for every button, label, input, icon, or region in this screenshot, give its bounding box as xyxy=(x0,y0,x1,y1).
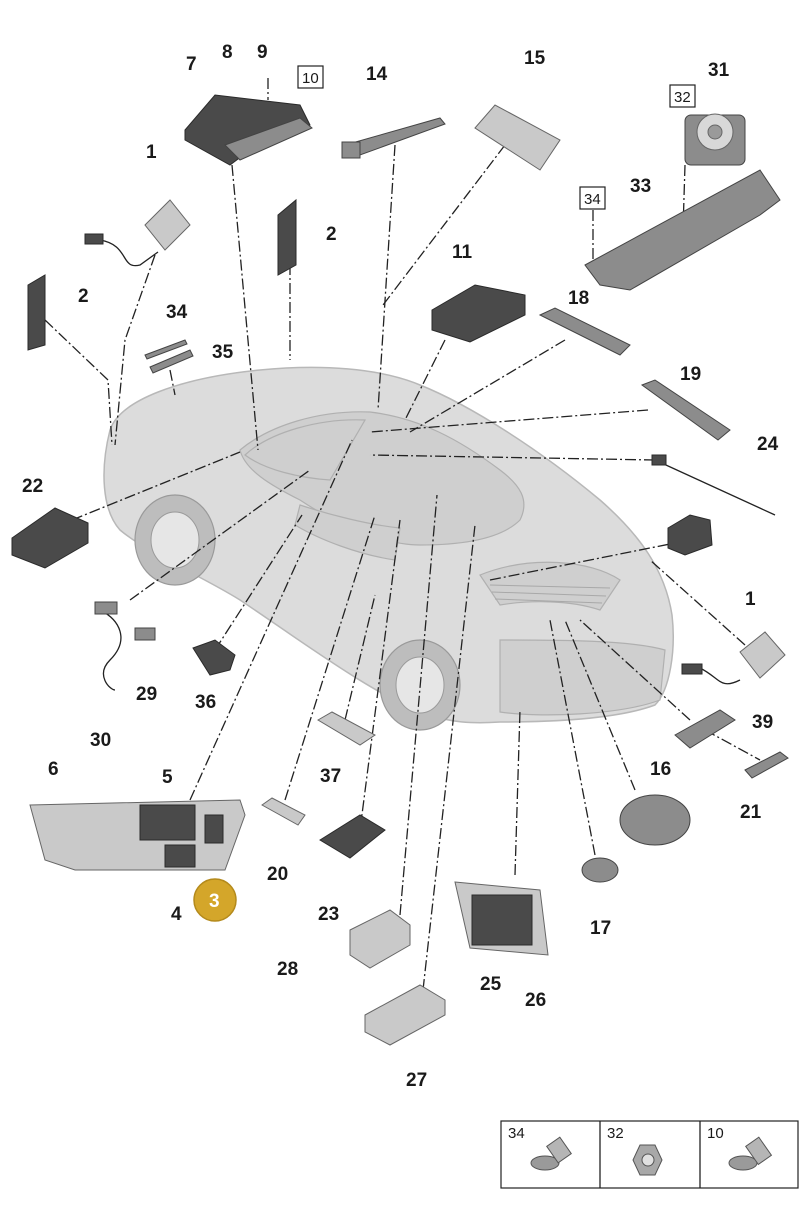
callout-22: 22 xyxy=(22,476,43,497)
callout-5: 5 xyxy=(162,767,173,788)
callout-1-right: 1 xyxy=(745,589,756,610)
part-mounting-plate-6 xyxy=(29,799,246,871)
callout-17: 17 xyxy=(590,918,611,939)
part-antenna-1-left xyxy=(84,199,191,267)
part-control-unit-7-8-9 xyxy=(184,94,313,166)
callout-2-left: 2 xyxy=(78,286,89,307)
callout-27: 27 xyxy=(406,1070,427,1091)
car-body xyxy=(103,366,674,731)
legend-label-32: 32 xyxy=(607,1125,624,1142)
callout-25: 25 xyxy=(480,974,502,995)
legend-label-34: 34 xyxy=(508,1125,525,1142)
callout-37: 37 xyxy=(320,766,341,787)
callout-39: 39 xyxy=(752,712,773,733)
part-cover-16 xyxy=(619,794,691,846)
part-control-unit-25-26 xyxy=(454,881,549,956)
callout-4: 4 xyxy=(171,904,182,925)
callout-6: 6 xyxy=(48,759,59,780)
leader-lines xyxy=(44,78,776,991)
callout-9: 9 xyxy=(257,42,268,63)
part-harness-29-30 xyxy=(94,601,156,691)
part-bracket-33 xyxy=(584,169,781,291)
callout-14: 14 xyxy=(366,64,388,85)
part-module-27 xyxy=(364,984,446,1046)
callout-labels: 1 2 2 7 8 9 14 15 31 33 11 18 34 35 19 2… xyxy=(22,42,779,1091)
callout-29: 29 xyxy=(136,684,157,705)
part-bracket-2-left xyxy=(27,274,46,351)
part-module-3-upper xyxy=(667,514,713,556)
callout-36: 36 xyxy=(195,692,216,713)
callout-21: 21 xyxy=(740,802,762,823)
part-sensor-19 xyxy=(640,379,731,441)
callout-34-right: 34 xyxy=(584,191,601,208)
callout-16: 16 xyxy=(650,759,671,780)
callout-30: 30 xyxy=(90,730,111,751)
fastener-legend: 34 32 10 xyxy=(500,1120,799,1189)
part-strip-35 xyxy=(149,349,194,374)
callout-31: 31 xyxy=(708,60,730,81)
callout-3-highlight[interactable] xyxy=(193,878,237,922)
part-rail-14 xyxy=(341,117,446,159)
flange-screw-icon xyxy=(728,1136,773,1171)
part-bracket-2-center xyxy=(277,198,297,276)
part-grommet-17 xyxy=(581,857,619,883)
part-antenna-24 xyxy=(651,454,667,466)
callout-3: 3 xyxy=(209,891,220,912)
callout-33: 33 xyxy=(630,176,651,197)
part-module-22 xyxy=(11,507,89,569)
part-switch-36 xyxy=(192,639,236,676)
callout-28: 28 xyxy=(277,959,298,980)
hex-nut-icon xyxy=(632,1144,663,1176)
callout-35: 35 xyxy=(212,342,234,363)
part-module-28 xyxy=(349,909,411,969)
callout-11: 11 xyxy=(452,242,473,263)
callout-15: 15 xyxy=(524,48,546,69)
flange-screw-icon xyxy=(530,1136,572,1171)
part-sensor-39 xyxy=(674,709,736,749)
callout-32: 32 xyxy=(674,89,691,106)
callout-34-box xyxy=(579,186,606,210)
part-antenna-1-right xyxy=(681,631,786,685)
callout-10: 10 xyxy=(302,70,319,87)
callout-23: 23 xyxy=(318,904,339,925)
callout-10-box xyxy=(297,65,324,89)
legend-label-10: 10 xyxy=(707,1125,724,1142)
callout-18: 18 xyxy=(568,288,589,309)
part-speaker-31 xyxy=(684,113,746,166)
callout-34-left: 34 xyxy=(166,302,188,323)
part-panel-15 xyxy=(474,104,561,171)
callout-26: 26 xyxy=(525,990,546,1011)
part-module-37 xyxy=(317,711,376,746)
part-sensor-20 xyxy=(261,797,306,826)
callout-32-box xyxy=(669,84,696,108)
part-module-11 xyxy=(431,284,526,343)
part-strip-34 xyxy=(144,339,188,360)
part-sensor-21 xyxy=(744,751,789,779)
part-sensor-18 xyxy=(538,307,631,356)
callout-2-center: 2 xyxy=(326,224,337,245)
callout-8: 8 xyxy=(222,42,233,63)
callout-1-top-left: 1 xyxy=(146,142,157,163)
callout-24: 24 xyxy=(757,434,779,455)
part-module-23 xyxy=(319,814,386,859)
callout-7: 7 xyxy=(186,54,197,75)
engine-grille-slats xyxy=(489,584,611,604)
callout-20: 20 xyxy=(267,864,288,885)
callout-19: 19 xyxy=(680,364,701,385)
